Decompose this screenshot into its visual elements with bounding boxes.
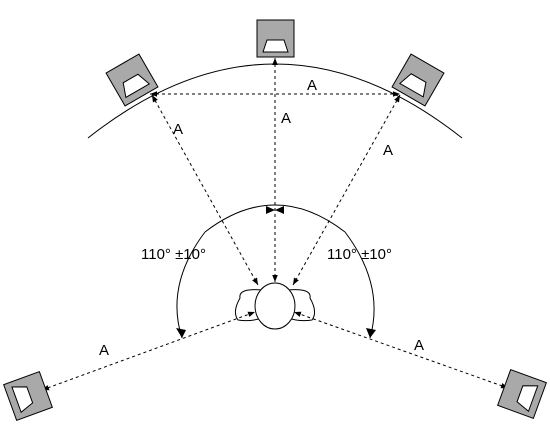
label-a-front-right: A [383, 142, 393, 159]
label-angle-right: 110° ±10° [327, 246, 392, 263]
rear-right-to-listener-line [293, 311, 509, 389]
arc-arrowhead-right [275, 206, 284, 214]
label-angle-left: 110° ±10° [141, 246, 206, 263]
left-arc-arrowhead [176, 328, 186, 338]
rear-left-speaker [3, 371, 53, 421]
center-speaker [256, 19, 295, 58]
label-a-front-width: A [307, 77, 317, 94]
front-left-speaker [105, 53, 159, 107]
right-arc-arrowhead [366, 328, 376, 338]
front-left-to-listener-line [151, 94, 259, 286]
label-a-rear-right: A [414, 337, 424, 354]
listener-head [254, 282, 296, 330]
rear-left-to-listener-line [41, 311, 256, 391]
rear-right-speaker [497, 369, 547, 419]
arc-arrowhead-left [266, 206, 275, 214]
label-a-front-left: A [173, 121, 183, 138]
front-right-to-listener-line [292, 94, 401, 286]
front-right-speaker [391, 53, 445, 107]
label-a-rear-left: A [99, 342, 109, 359]
label-a-center: A [281, 110, 291, 127]
listener-figure [234, 282, 316, 330]
